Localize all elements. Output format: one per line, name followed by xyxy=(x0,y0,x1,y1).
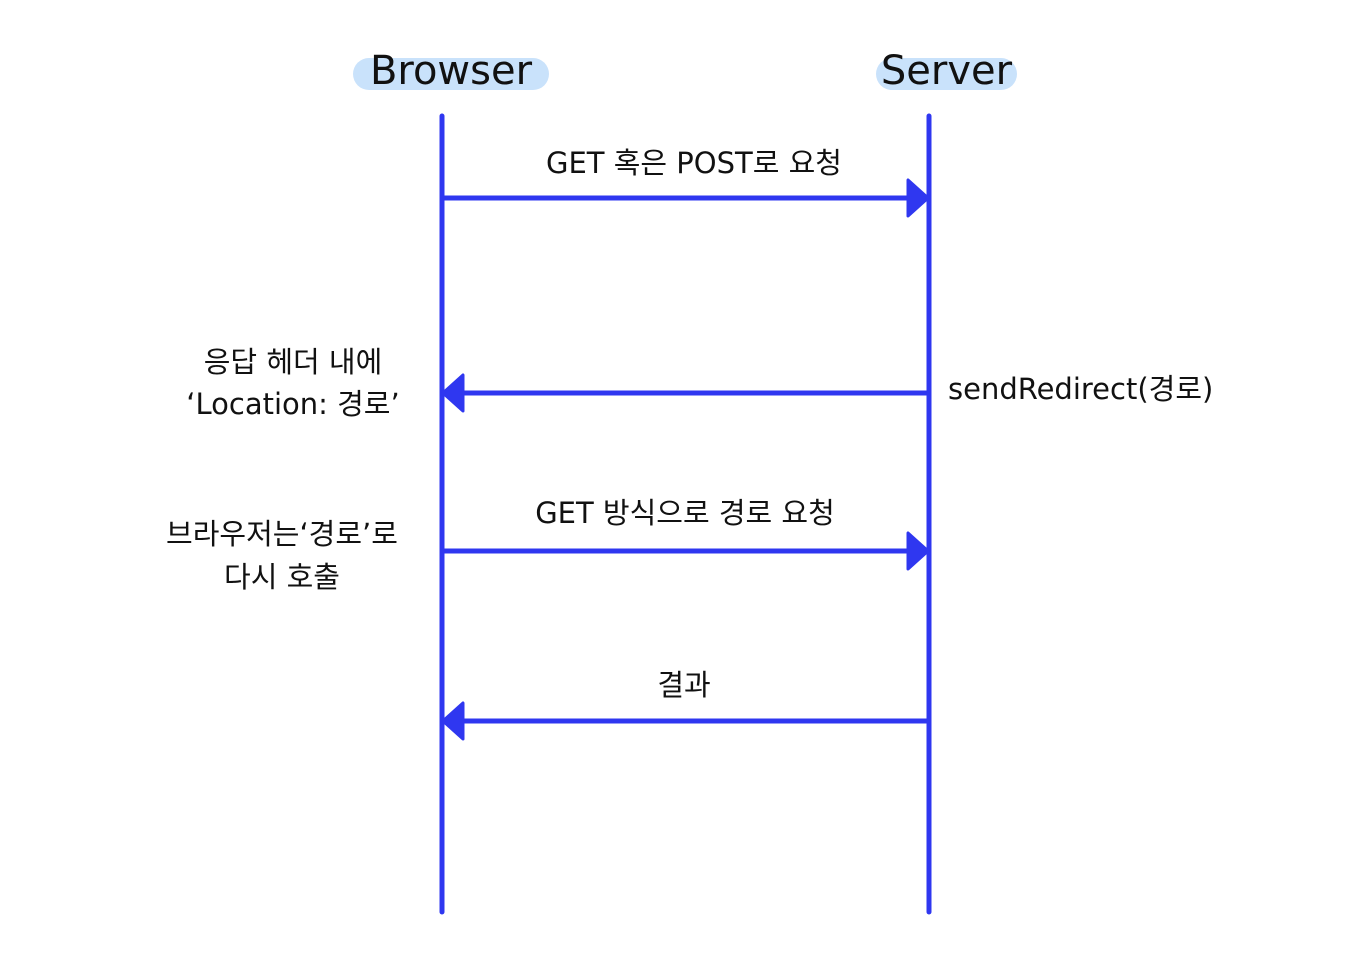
arrow-recall xyxy=(442,531,930,571)
server-label-text: Server xyxy=(880,48,1013,94)
redirect-note-line-2: ‘Location: 경로’ xyxy=(186,387,400,421)
arrow-result xyxy=(441,701,929,741)
redirect-note-line-1: 응답 헤더 내에 xyxy=(203,345,383,379)
arrowhead-left-icon xyxy=(441,701,465,741)
arrowhead-right-icon xyxy=(906,531,930,571)
recall-note-line-2: 다시 호출 xyxy=(224,560,340,594)
browser-label-text: Browser xyxy=(369,48,533,94)
server-lifeline-label: Server xyxy=(876,44,1017,98)
browser-label-highlight xyxy=(353,58,549,90)
result-label: 결과 xyxy=(657,668,711,702)
request-label: GET 혹은 POST로 요청 xyxy=(545,146,842,180)
send-redirect-label: sendRedirect(경로) xyxy=(948,372,1214,406)
recall-label: GET 방식으로 경로 요청 xyxy=(535,496,835,530)
arrowhead-right-icon xyxy=(906,178,930,218)
recall-note-line-1: 브라우저는‘경로’로 xyxy=(166,517,398,551)
browser-lifeline-label: Browser xyxy=(353,44,549,98)
arrowhead-left-icon xyxy=(441,373,465,413)
arrow-redirect-response xyxy=(441,373,929,413)
arrow-request xyxy=(442,178,930,218)
server-label-highlight xyxy=(876,58,1017,90)
